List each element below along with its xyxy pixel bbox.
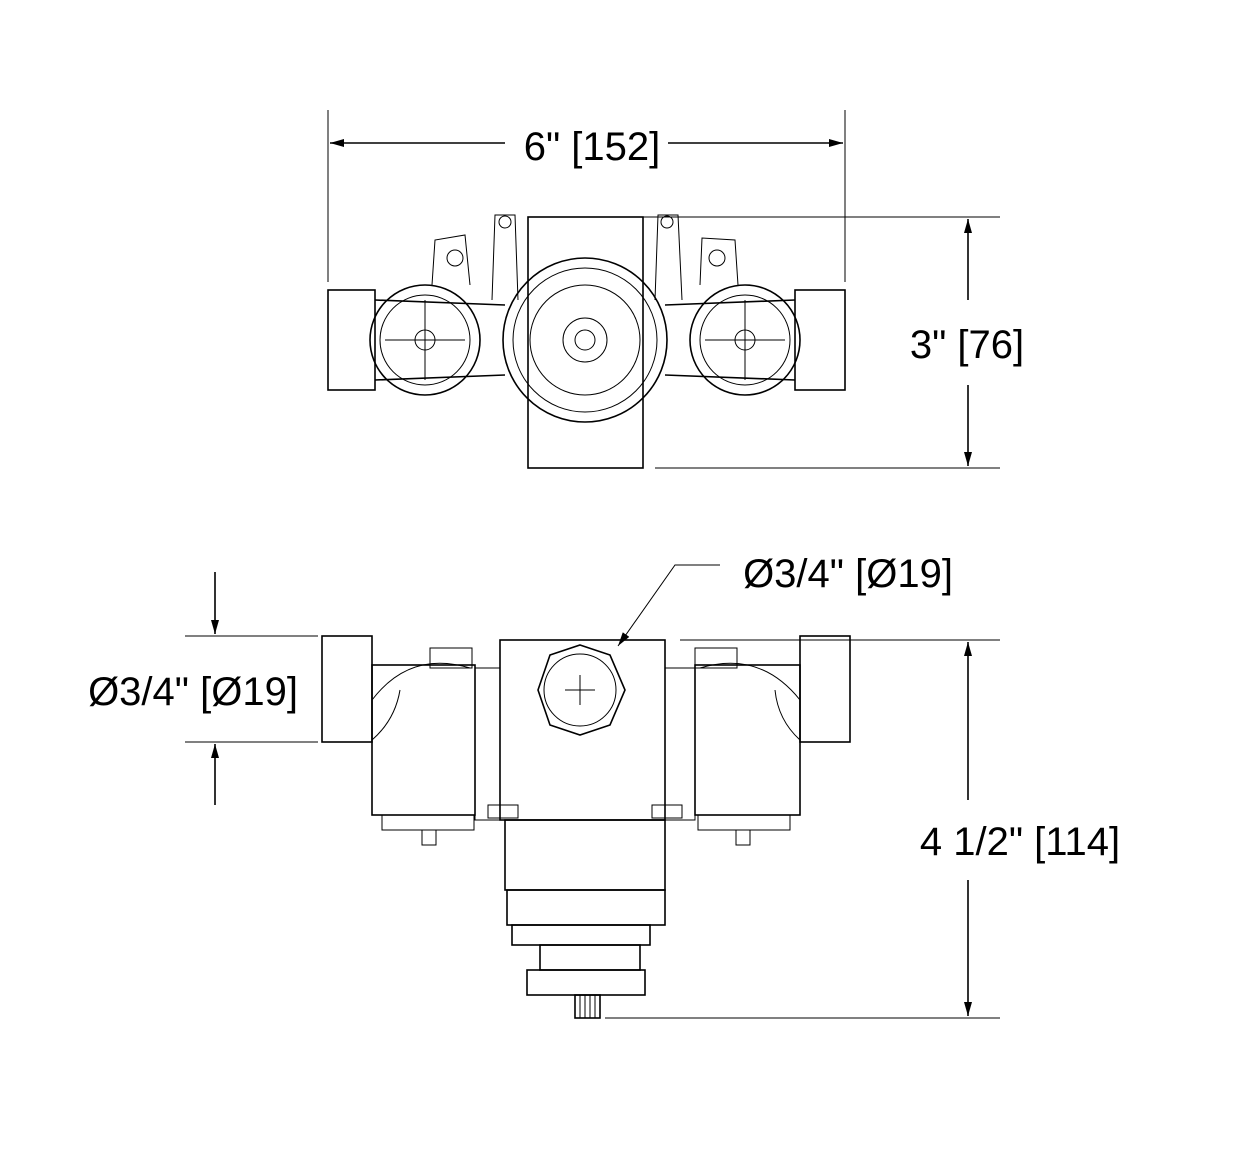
inlet-dimension-label: Ø3/4" [Ø19]: [88, 670, 298, 714]
total-height-dimension-label: 4 1/2" [114]: [920, 820, 1120, 864]
height-dimension-label: 3" [76]: [910, 323, 1024, 367]
width-dimension-label: 6" [152]: [524, 125, 661, 169]
front-view: Ø3/4" [Ø19] 4 1/2" [114] Ø3/4" [Ø19]: [88, 552, 1120, 1019]
outlet-callout-label: Ø3/4" [Ø19]: [743, 552, 953, 596]
top-view: 6" [152] 3" [76]: [327, 110, 1024, 469]
